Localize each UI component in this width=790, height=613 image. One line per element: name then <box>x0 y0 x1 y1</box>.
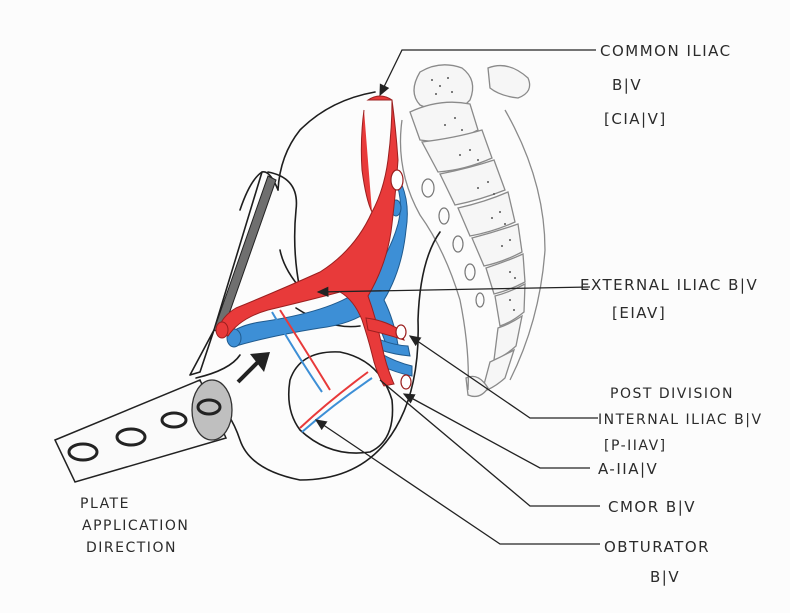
label-common-iliac-line2: B|V <box>612 76 642 94</box>
label-plate-direction: PLATE APPLICATION DIRECTION <box>80 496 189 556</box>
label-plate-line1: PLATE <box>80 496 130 512</box>
pelvic-bone-outline <box>209 91 441 481</box>
label-post-division: POST DIVISION INTERNAL ILIAC B|V [P-IIAV… <box>598 386 763 454</box>
label-plate-line2: APPLICATION <box>82 518 189 534</box>
sacrum-spine <box>399 64 546 398</box>
label-cmor: CMOR B|V <box>608 498 696 516</box>
leader-lines <box>314 49 600 545</box>
label-obturator-line1: OBTURATOR <box>604 538 710 556</box>
iliac-vessels <box>215 95 413 433</box>
label-post-division-line3: [P-IIAV] <box>604 438 667 454</box>
plate-direction-arrow <box>236 352 270 384</box>
label-obturator: OBTURATOR B|V <box>604 538 710 586</box>
label-common-iliac-line1: COMMON ILIAC <box>600 42 732 60</box>
label-common-iliac-line3: [CIA|V] <box>604 110 667 128</box>
label-external-iliac-line2: [EIAV] <box>612 304 666 322</box>
label-obturator-line2: B|V <box>650 568 680 586</box>
plate-implant <box>53 329 241 483</box>
label-a-iia: A-IIA|V <box>598 460 658 478</box>
label-external-iliac-line1: EXTERNAL ILIAC B|V <box>580 276 758 294</box>
label-common-iliac: COMMON ILIAC B|V [CIA|V] <box>600 42 732 128</box>
label-post-division-line2: INTERNAL ILIAC B|V <box>598 412 763 428</box>
label-external-iliac: EXTERNAL ILIAC B|V [EIAV] <box>580 276 758 322</box>
label-plate-line3: DIRECTION <box>86 540 177 556</box>
label-post-division-line1: POST DIVISION <box>610 386 734 402</box>
